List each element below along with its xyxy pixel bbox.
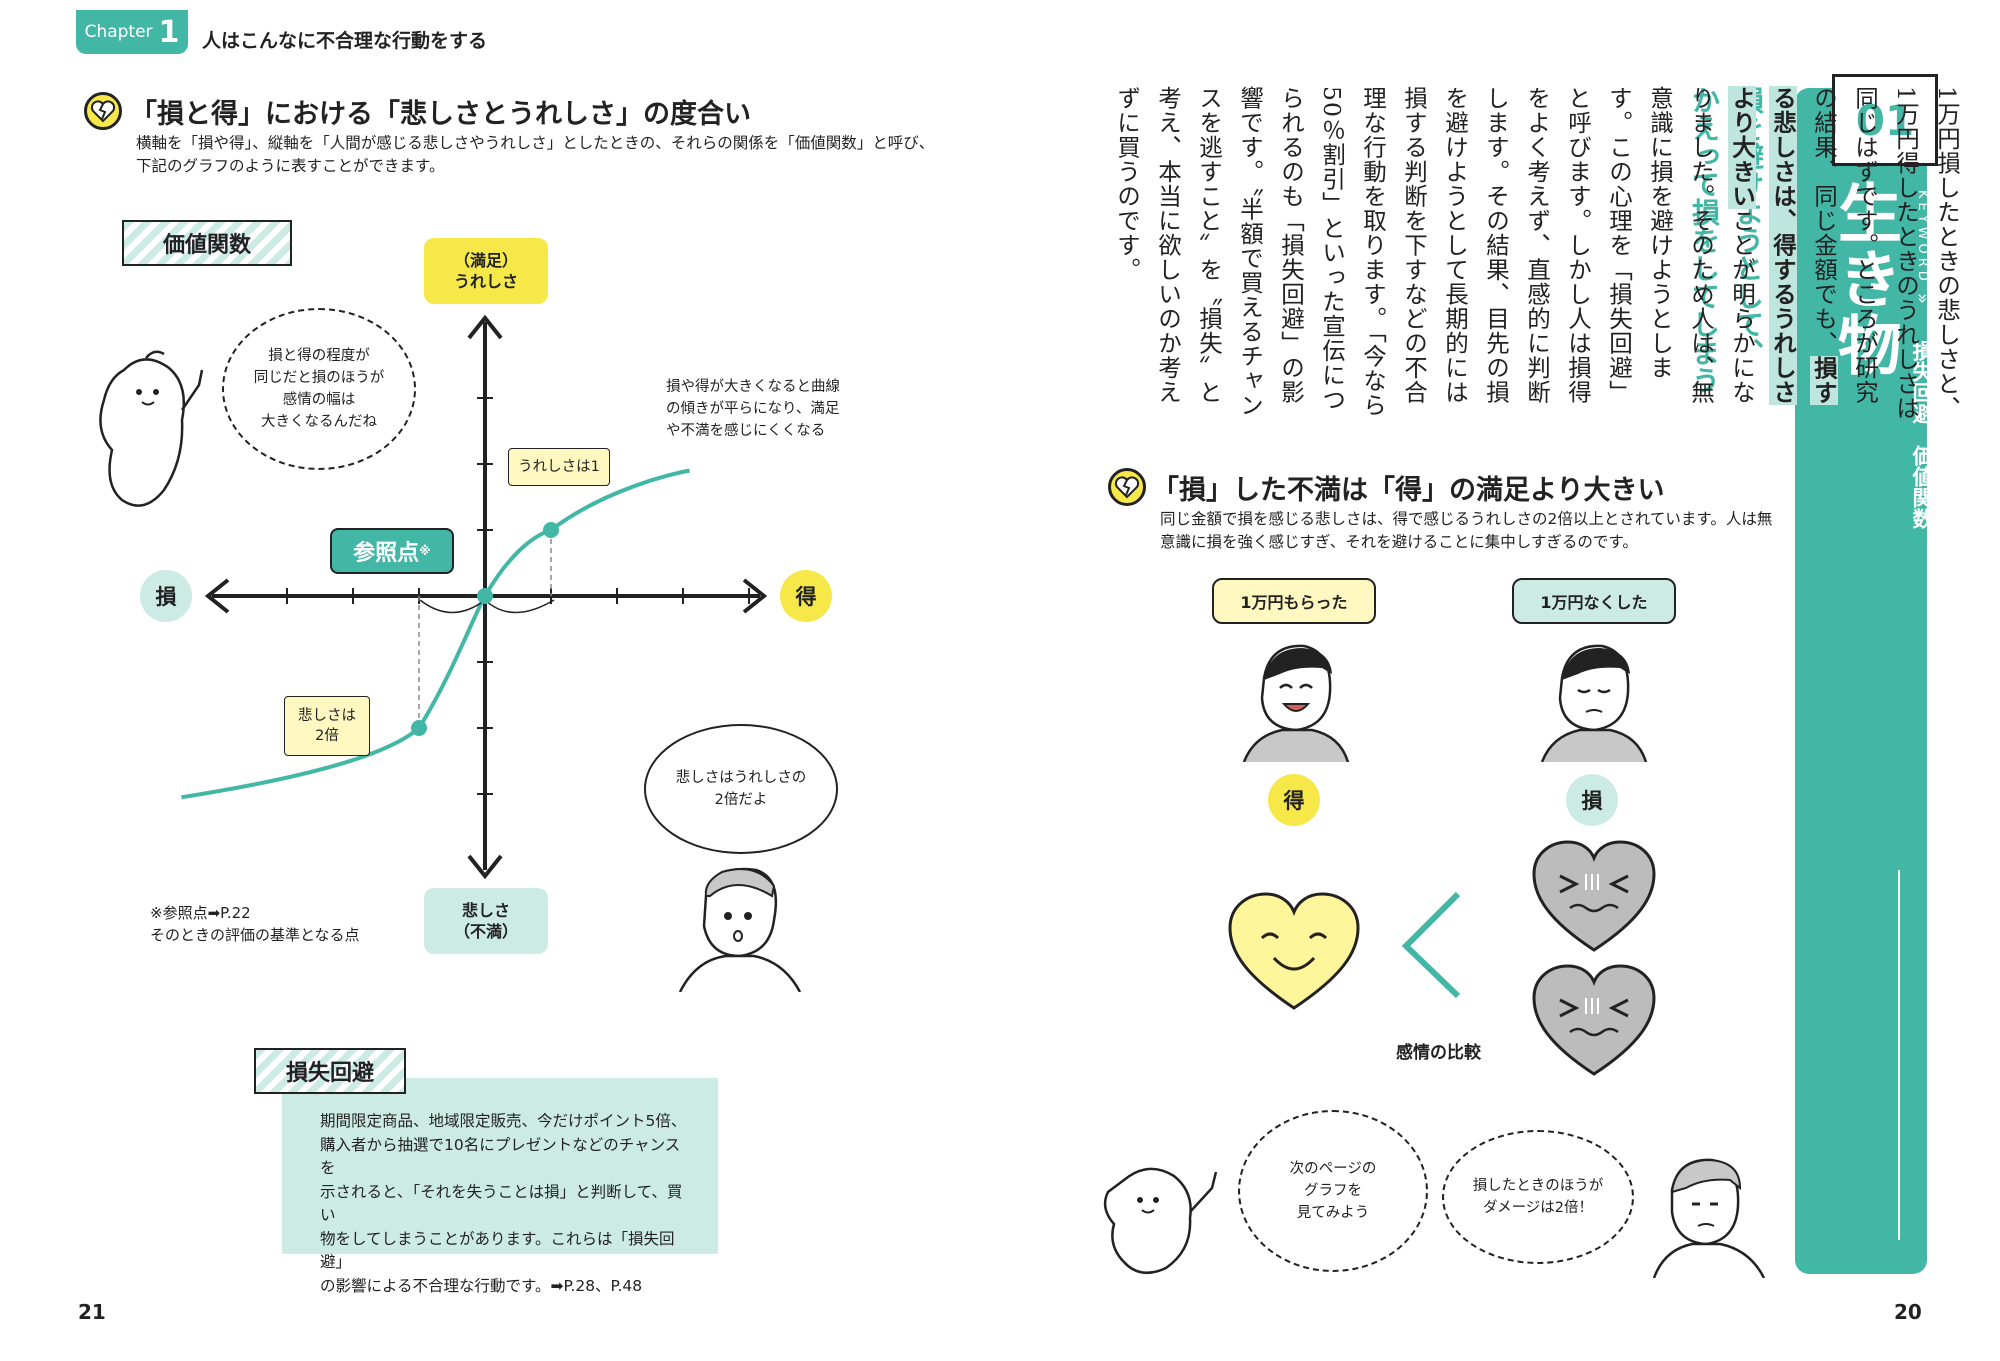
subhead-col2: かえって損をしてしまう <box>1688 86 1721 394</box>
keyword-items: 損失回避 価値関数 <box>1910 340 1934 529</box>
x-axis-arrow-right <box>742 578 768 614</box>
keyword-arrow-icon: » <box>1912 292 1933 308</box>
infobox-line4: 物をしてしまうことがあります。これらは「損失回避」 <box>320 1229 675 1272</box>
section2-desc-line1: 同じ金額で損を感じる悲しさは、得で感じるうれしさの2倍以上とされています。人は無 <box>1160 510 1773 528</box>
loss-speech-bubble: 1万円なくした <box>1512 578 1676 624</box>
sad-callout-line2: 2倍 <box>315 728 339 744</box>
less-than-symbol-icon <box>1401 891 1461 999</box>
x-positive-axis-label: 得 <box>780 570 832 622</box>
mascot-bubble2-line1: 次のページの <box>1289 1161 1377 1177</box>
infobox-ribbon-label: 損失回避 <box>254 1048 406 1094</box>
happy-man-illustration <box>1242 644 1350 762</box>
keyword-divider-line <box>1898 870 1900 1240</box>
x-negative-axis-label: 損 <box>140 570 192 622</box>
curve-note-line2: の傾きが平らになり、満足 <box>666 401 840 417</box>
reference-mark: ※ <box>419 544 431 558</box>
footnote-line1: ※参照点➡P.22 <box>150 904 251 922</box>
y-positive-line1: （満足） <box>453 251 518 270</box>
boy-illustration-2 <box>1652 1158 1766 1278</box>
curve-note-line3: や不満を感じにくくなる <box>666 423 826 439</box>
mascot-bubble2-line3: 見てみよう <box>1296 1205 1370 1221</box>
heart-badge-icon <box>84 92 122 130</box>
mascot-bubble-line3: 感情の幅は <box>282 392 356 408</box>
body-text-post: ことが明らかになりました。そのため人は、無意識に損を避けようとします。この心理を… <box>1113 86 1756 418</box>
boy-bubble-line1: 悲しさはうれしさの <box>675 770 807 786</box>
joy-callout: うれしさは1 <box>508 448 610 486</box>
infobox-line2: 購入者から抽選で10名にプレゼントなどのチャンスを <box>320 1135 681 1178</box>
infobox-line1: 期間限定商品、地域限定販売、今だけポイント5倍、 <box>320 1112 687 1130</box>
page-title: 人は「得」より「損」を大きく感じる生き物 <box>1827 180 1993 1302</box>
reference-point-marker <box>477 588 493 604</box>
section1-desc-line2: 下記のグラフのように表すことができます。 <box>136 157 445 175</box>
infobox-line3: 示されると、「それを失うことは損」と判断して、買い <box>320 1182 683 1225</box>
joy-span-arc <box>484 599 555 614</box>
chapter-tab: Chapter 1 <box>76 10 188 54</box>
curve-note-line1: 損や得が大きくなると曲線 <box>666 379 840 395</box>
reference-point-label: 参照点※ <box>330 528 454 574</box>
sad-callout: 悲しさは 2倍 <box>284 696 370 756</box>
comparison-caption: 感情の比較 <box>1396 1043 1481 1063</box>
y-axis-arrow-top <box>467 314 503 340</box>
boy-bubble-line2: 2倍だよ <box>714 792 768 808</box>
section2-heading: 「損」した不満は「得」の満足より大きい <box>1152 475 1665 506</box>
keyword-label-text: KEYWORD <box>1915 190 1930 285</box>
section-number-box: 01 <box>1832 74 1938 166</box>
boy-bubble2-line2: ダメージは2倍！ <box>1483 1200 1593 1216</box>
boy-speech-bubble: 悲しさはうれしさの 2倍だよ <box>644 724 838 854</box>
boy-illustration <box>678 867 802 992</box>
y-positive-axis-label: （満足） うれしさ <box>424 238 548 304</box>
section1-heading: 「損と得」における「悲しさとうれしさ」の度合い <box>130 99 751 130</box>
mascot-bubble-line2: 同じだと損のほうが <box>253 370 385 386</box>
title-side-panel <box>1795 88 1927 1274</box>
graph-ribbon-label: 価値関数 <box>122 220 292 266</box>
sad-callout-line1: 悲しさは <box>298 708 356 724</box>
sad-heart-icon-1 <box>1532 840 1656 952</box>
x-axis-arrow-left <box>204 578 230 614</box>
happy-heart-icon <box>1228 892 1360 1010</box>
body-text: 1万円損したときの悲しさと、1万円得したときのうれしさは同じはずです。ところが研… <box>1106 86 1967 422</box>
mascot-illustration-2 <box>1103 1167 1218 1275</box>
y-negative-line1: 悲しさ <box>461 901 510 920</box>
sad-man-illustration <box>1540 644 1648 762</box>
body-text-pre: 1万円損したときの悲しさと、1万円得したときのうれしさは同じはずです。ところが研… <box>1810 86 1961 421</box>
section1-desc-line1: 横軸を「損や得」、縦軸を「人間が感じる悲しさやうれしさ」としたときの、それらの関… <box>136 134 935 152</box>
mascot-bubble2-line2: グラフを <box>1304 1183 1362 1199</box>
heart-badge-icon-2 <box>1108 468 1146 506</box>
gain-circle-label: 得 <box>1268 774 1320 826</box>
chapter-number: 1 <box>158 14 180 50</box>
y-negative-axis-label: 悲しさ （不満） <box>424 888 548 954</box>
section2-desc-line2: 意識に損を強く感じすぎ、それを避けることに集中しすぎるのです。 <box>1160 533 1638 551</box>
value-curve <box>181 468 690 800</box>
mascot-illustration <box>99 350 204 507</box>
curve-note: 損や得が大きくなると曲線 の傾きが平らになり、満足 や不満を感じにくくなる <box>666 376 840 442</box>
reference-point-text: 参照点 <box>353 541 420 566</box>
loss-point-marker <box>411 720 427 736</box>
sad-heart-icon-2 <box>1532 964 1656 1076</box>
joy-point-marker <box>543 522 559 538</box>
keyword-label: KEYWORD » <box>1912 190 1933 308</box>
chapter-title: 人はこんなに不合理な行動をする <box>202 30 488 52</box>
section2-desc: 同じ金額で損を感じる悲しさは、得で感じるうれしさの2倍以上とされています。人は無… <box>1160 508 1772 554</box>
y-axis-arrow-bottom <box>467 854 503 880</box>
mascot-bubble-line1: 損と得の程度が <box>268 348 370 364</box>
y-positive-line2: うれしさ <box>453 272 518 291</box>
chapter-label: Chapter <box>84 22 153 42</box>
boy-speech-bubble-2: 損したときのほうが ダメージは2倍！ <box>1442 1130 1634 1264</box>
loss-circle-label: 損 <box>1566 774 1618 826</box>
loss-span-arc <box>419 599 486 614</box>
mascot-speech-bubble: 損と得の程度が 同じだと損のほうが 感情の幅は 大きくなるんだね <box>222 308 416 470</box>
footnote: ※参照点➡P.22 そのときの評価の基準となる点 <box>150 902 360 946</box>
page-number-left: 21 <box>78 1300 106 1324</box>
infobox-line5: の影響による不合理な行動です。➡P.28、P.48 <box>320 1276 643 1295</box>
loss-aversion-infobox: 期間限定商品、地域限定販売、今だけポイント5倍、 購入者から抽選で10名にプレゼ… <box>282 1078 718 1295</box>
page-number-right: 20 <box>1894 1300 1922 1324</box>
y-negative-line2: （不満） <box>453 922 518 941</box>
section1-desc: 横軸を「損や得」、縦軸を「人間が感じる悲しさやうれしさ」としたときの、それらの関… <box>136 132 934 178</box>
mascot-bubble-line4: 大きくなるんだね <box>261 414 377 430</box>
gain-speech-bubble: 1万円もらった <box>1212 578 1376 624</box>
mascot-speech-bubble-2: 次のページの グラフを 見てみよう <box>1238 1110 1428 1272</box>
boy-bubble2-line1: 損したときのほうが <box>1472 1178 1604 1194</box>
footnote-line2: そのときの評価の基準となる点 <box>150 926 360 944</box>
